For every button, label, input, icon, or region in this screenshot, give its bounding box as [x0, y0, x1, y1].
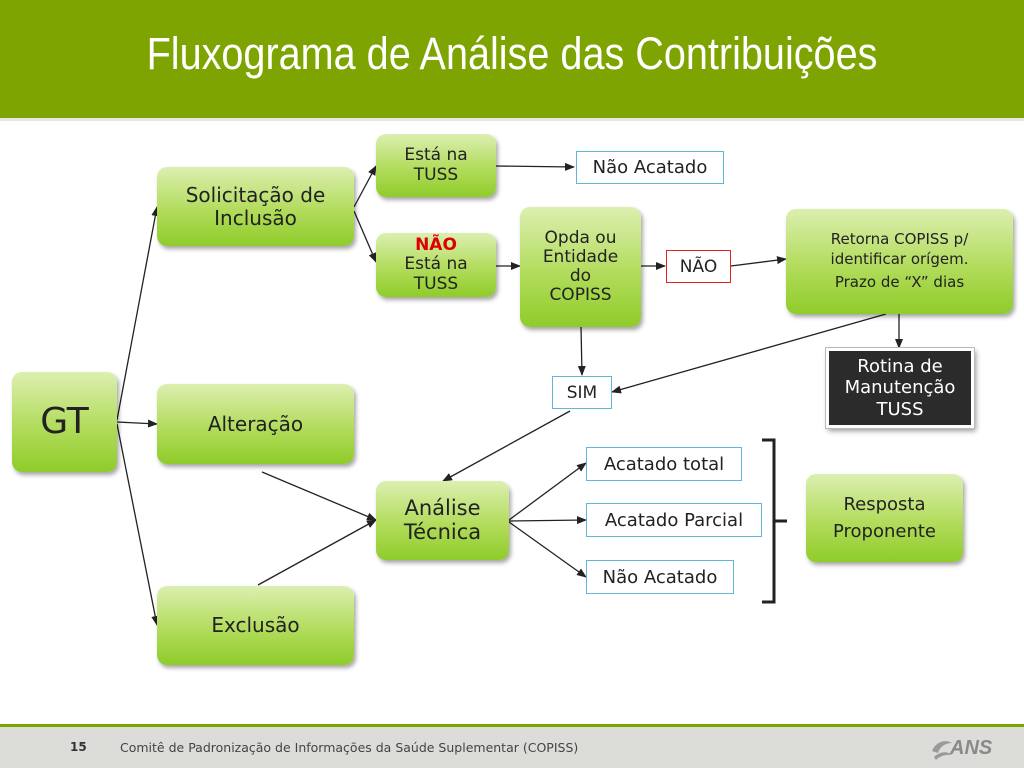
- solicitacao-inclusao-node: Solicitação de Inclusão: [157, 167, 354, 246]
- nao-acatado-bottom-label: Não Acatado: [602, 566, 718, 588]
- arrow-gt-exclusao: [116, 423, 160, 626]
- opda-label-line3: do: [569, 266, 592, 286]
- sim-decision-label: SIM: [566, 382, 598, 403]
- page-title: Fluxograma de Análise das Contribuições: [146, 28, 878, 79]
- acatado-parcial-box: Acatado Parcial: [586, 503, 762, 537]
- arrow-nao-retorna: [730, 256, 787, 267]
- alteracao-node: Alteração: [157, 384, 354, 464]
- arrow-retorna-sim: [611, 313, 887, 394]
- rotina-label-line2: Manutenção: [844, 377, 956, 399]
- esta-na-tuss-node: Está na TUSS: [376, 134, 496, 197]
- opda-label-line1: Opda ou: [544, 227, 617, 248]
- opda-label-line2: Entidade: [542, 246, 619, 267]
- acatado-total-label: Acatado total: [603, 453, 725, 475]
- arrow-sim-analise: [442, 410, 571, 482]
- gt-node: GT: [12, 372, 117, 472]
- footer-text: Comitê de Padronização de Informações da…: [120, 740, 579, 755]
- retorna-label-line3: Prazo de “X” dias: [834, 273, 965, 292]
- resposta-label-line1: Resposta: [843, 494, 926, 515]
- resposta-proponente-node: Resposta Proponente: [806, 474, 963, 562]
- page-number: 15: [70, 740, 87, 754]
- resposta-label-line2: Proponente: [832, 521, 937, 542]
- nao-esta-tuss-label-line2: TUSS: [413, 273, 459, 294]
- header-divider: [0, 118, 1024, 121]
- solicitacao-label-line2: Inclusão: [214, 205, 297, 230]
- arrow-gt-alteracao: [116, 419, 158, 428]
- arrow-analise-parcial: [508, 516, 587, 525]
- footer-bar: [0, 724, 1024, 768]
- analise-tecnica-node: Análise Técnica: [376, 481, 509, 560]
- nao-acatado-top-label: Não Acatado: [592, 157, 708, 178]
- arrow-analise-nao-acatado: [508, 521, 587, 578]
- esta-tuss-label-line2: TUSS: [413, 164, 459, 185]
- exclusao-node: Exclusão: [157, 586, 354, 665]
- analise-label-line2: Técnica: [403, 519, 482, 544]
- acatado-parcial-label: Acatado Parcial: [604, 509, 744, 531]
- arrow-exclusao-analise: [257, 519, 377, 586]
- ans-logo-icon: [932, 741, 952, 760]
- nao-esta-tuss-label-line1: Está na: [404, 254, 468, 275]
- opda-label-line4: COPISS: [549, 285, 612, 306]
- retorna-copiss-node: Retorna COPISS p/ identificar orígem. Pr…: [786, 209, 1013, 314]
- retorna-label-line2: identificar orígem.: [830, 249, 969, 268]
- solicitacao-label-line1: Solicitação de: [185, 183, 326, 208]
- header-bar: [0, 0, 1024, 118]
- retorna-label-line1: Retorna COPISS p/: [830, 230, 969, 249]
- nao-decision-box: NÃO: [666, 250, 731, 283]
- arrow-opda-sim: [577, 326, 586, 376]
- opda-entidade-copiss-node: Opda ou Entidade do COPISS: [520, 207, 641, 327]
- arrow-solicitacao-esta: [353, 165, 377, 208]
- arrow-esta-nao-acatado: [495, 162, 575, 171]
- rotina-manutencao-tuss-node: Rotina de Manutenção TUSS: [825, 347, 975, 429]
- alteracao-label: Alteração: [207, 411, 304, 436]
- analise-label-line1: Análise: [404, 495, 481, 520]
- nao-esta-na-tuss-node: NÃO Está na TUSS: [376, 233, 496, 297]
- ans-logo-text: ANS: [950, 737, 993, 759]
- right-bracket: [762, 438, 787, 604]
- sim-decision-box: SIM: [552, 376, 612, 409]
- rotina-label-line1: Rotina de: [857, 355, 943, 377]
- arrow-analise-total: [508, 462, 587, 521]
- nao-acatado-top-box: Não Acatado: [576, 151, 724, 184]
- acatado-total-box: Acatado total: [586, 447, 742, 481]
- gt-label: GT: [40, 400, 89, 442]
- arrow-solicitacao-nao-esta: [353, 210, 377, 263]
- esta-tuss-label-line1: Está na: [404, 145, 468, 166]
- nao-acatado-bottom-box: Não Acatado: [586, 560, 734, 594]
- arrow-alteracao-analise: [261, 471, 377, 521]
- exclusao-label: Exclusão: [211, 613, 300, 638]
- arrow-gt-solicitacao: [116, 206, 160, 421]
- rotina-label-line3: TUSS: [876, 398, 924, 420]
- nao-decision-label: NÃO: [679, 256, 718, 277]
- nao-esta-tuss-negation: NÃO: [415, 235, 457, 256]
